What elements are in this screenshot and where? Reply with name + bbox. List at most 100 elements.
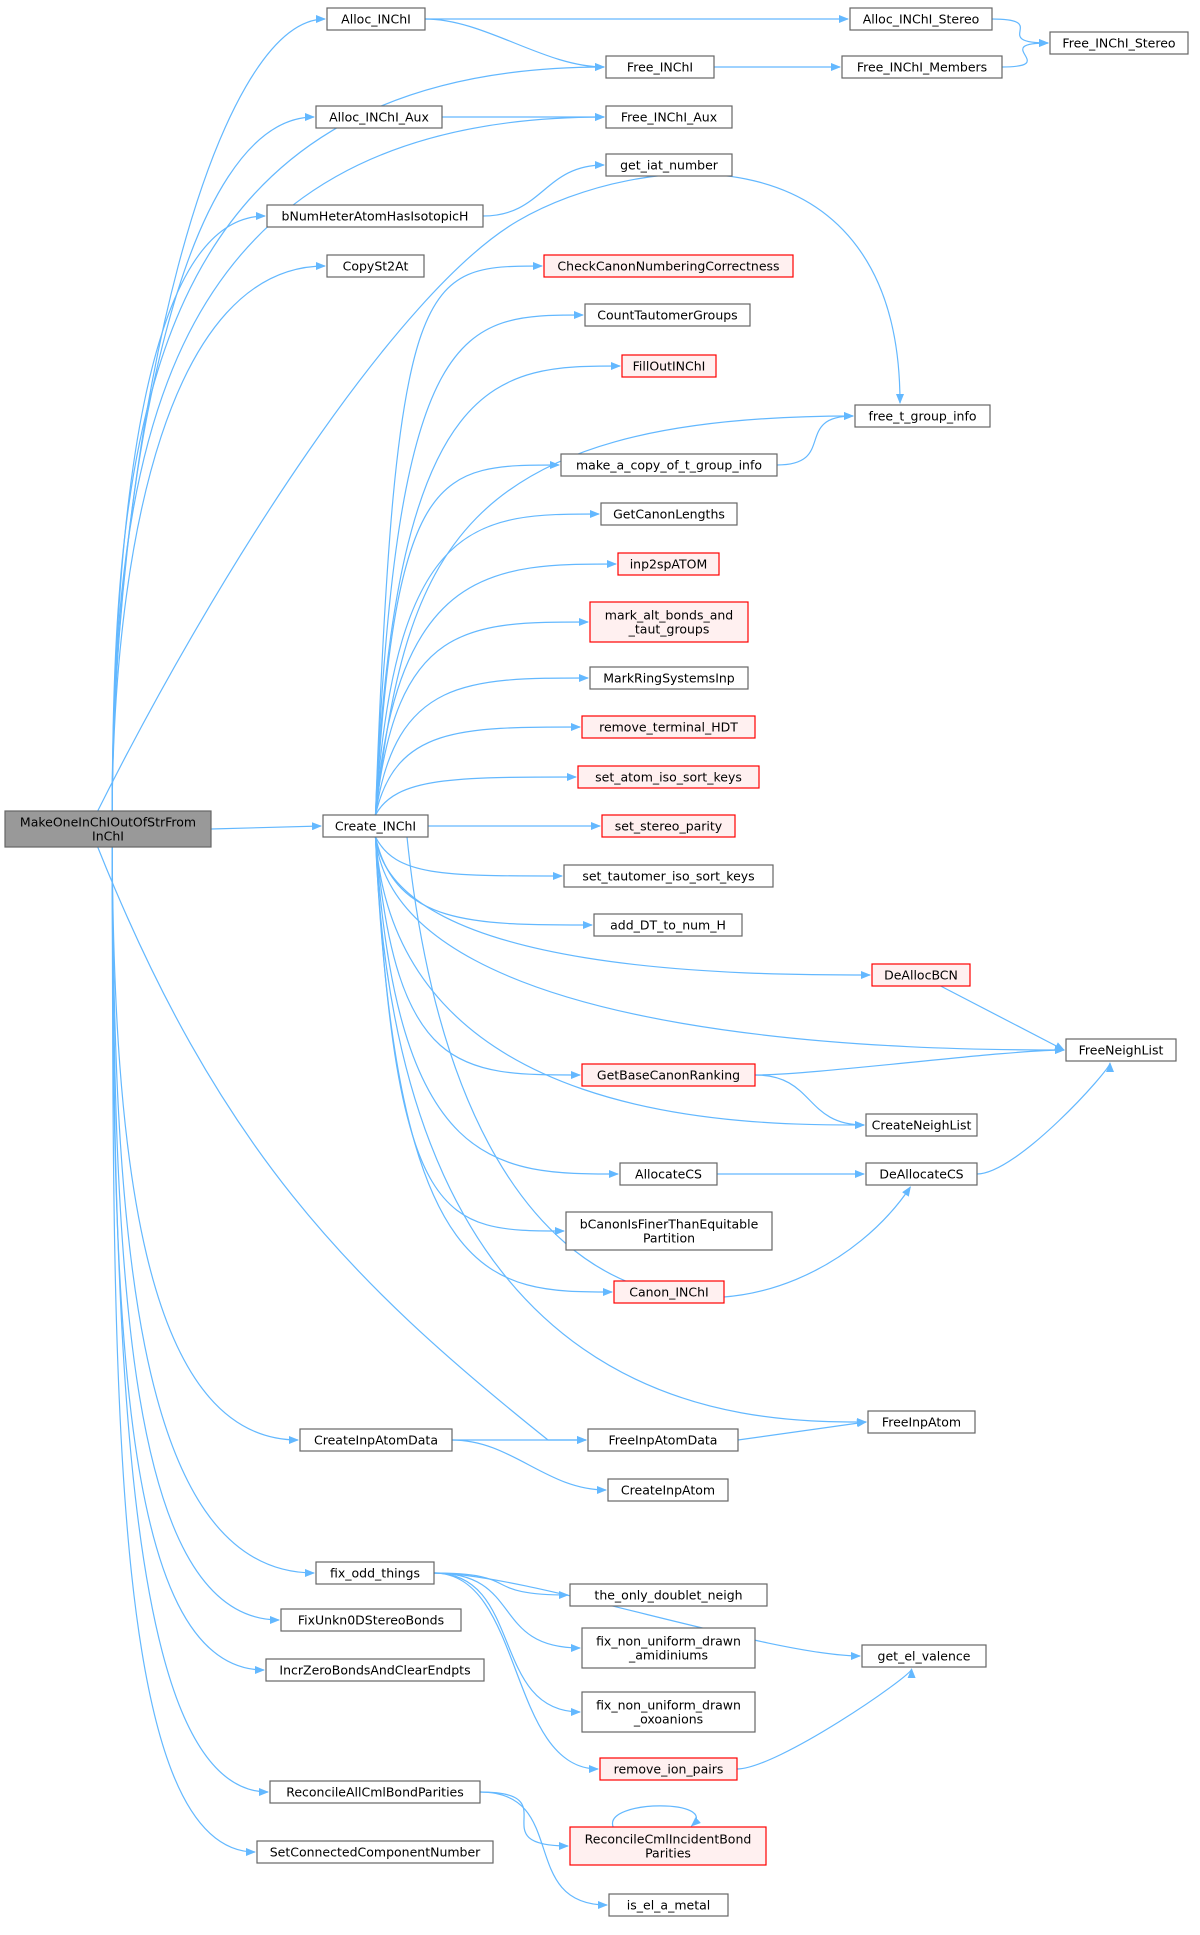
node-n40[interactable]: fix_non_uniform_drawn_amidiniums [581,1627,756,1669]
node-label: FixUnkn0DStereoBonds [298,1613,444,1628]
node-n46[interactable]: ReconcileAllCmlBondParities [269,1780,481,1804]
node-n9[interactable]: get_iat_number [605,153,733,177]
node-n10[interactable]: CopySt2At [326,254,425,278]
node-box [581,1063,756,1087]
node-n16[interactable]: make_a_copy_of_t_group_info [560,453,778,477]
node-n38[interactable]: fix_odd_things [315,1561,435,1585]
node-n23[interactable]: set_stereo_parity [601,814,736,838]
node-n42[interactable]: remove_ion_pairs [599,1757,738,1781]
node-n48[interactable]: is_el_a_metal [608,1893,729,1917]
node-label: set_atom_iso_sort_keys [595,770,742,785]
edge-n11-n13 [374,311,584,816]
node-box [605,55,715,79]
node-n17[interactable]: GetCanonLengths [600,502,738,526]
edge-n11-n27 [374,836,1065,1054]
node-n25[interactable]: add_DT_to_num_H [593,913,743,937]
node-label: remove_ion_pairs [614,1762,724,1777]
node-n5[interactable]: Free_INChI_Members [841,55,1003,79]
node-label: get_iat_number [620,158,719,173]
node-label: free_t_group_info [868,409,976,424]
node-n22[interactable]: set_atom_iso_sort_keys [577,765,760,789]
node-label: Canon_INChI [629,1285,709,1300]
node-box [587,1428,739,1452]
node-box [841,55,1003,79]
node-n37[interactable]: CreateInpAtom [607,1478,729,1502]
node-n33[interactable]: Canon_INChI [613,1280,725,1304]
edge-n11-n24 [374,836,563,880]
node-n26[interactable]: DeAllocBCN [871,963,971,987]
edge-n0-n45 [111,846,265,1674]
node-label: MakeOneInChIOutOfStrFrom [20,815,196,830]
node-n24[interactable]: set_tautomer_iso_sort_keys [563,864,774,888]
node-label: set_stereo_parity [615,819,723,834]
edge-n11-n12 [374,262,543,816]
node-n13[interactable]: CountTautomerGroups [584,303,751,327]
node-n31[interactable]: DeAllocateCS [865,1162,978,1186]
node-n44[interactable]: FixUnkn0DStereoBonds [280,1608,462,1632]
node-label: the_only_doublet_neigh [594,1588,742,1603]
node-box [315,1561,435,1585]
edge-n38-n39 [433,1572,569,1599]
node-box [607,1478,729,1502]
node-n45[interactable]: IncrZeroBondsAndClearEndpts [265,1658,485,1682]
node-n18[interactable]: inp2spATOM [617,552,720,576]
node-label: bCanonIsFinerThanEquitable [580,1217,759,1232]
node-n6[interactable]: Alloc_INChI_Aux [315,105,443,129]
node-label: FreeInpAtomData [609,1433,718,1448]
node-n19[interactable]: mark_alt_bonds_and_taut_groups [589,601,749,643]
node-n14[interactable]: FillOutINChI [621,354,717,378]
node-n34[interactable]: FreeInpAtom [867,1410,976,1434]
node-n29[interactable]: CreateNeighList [865,1113,978,1137]
edge-n38-n42 [433,1572,599,1773]
node-n15[interactable]: free_t_group_info [854,404,991,428]
node-n2[interactable]: Alloc_INChI_Stereo [849,7,993,31]
node-n36[interactable]: FreeInpAtomData [587,1428,739,1452]
node-label: ReconcileCmlIncidentBond [585,1832,752,1847]
node-n8[interactable]: bNumHeterAtomHasIsotopicH [266,204,484,228]
node-n28[interactable]: GetBaseCanonRanking [581,1063,756,1087]
node-n21[interactable]: remove_terminal_HDT [581,715,756,739]
node-n20[interactable]: MarkRingSystemsInp [589,666,749,690]
edge-n36-n34 [737,1419,867,1441]
edge-n5-n3 [1001,39,1049,68]
node-n30[interactable]: AllocateCS [619,1162,718,1186]
node-label: InChI [92,829,124,844]
node-n43[interactable]: get_el_valence [861,1644,987,1668]
node-box [584,303,751,327]
edge-n2-n3 [991,18,1049,47]
edge-n11-n28 [374,836,581,1079]
node-label: AllocateCS [635,1167,702,1182]
node-box [861,1644,987,1668]
node-n35[interactable]: CreateInpAtomData [299,1428,453,1452]
edge-n1-n4 [424,18,605,71]
edge-n31-n27 [976,1062,1114,1175]
node-n3[interactable]: Free_INChI_Stereo [1049,31,1189,55]
node-n11[interactable]: Create_INChI [322,814,429,838]
edge-n35-n37 [451,1439,607,1494]
node-n27[interactable]: FreeNeighList [1065,1038,1177,1062]
node-n12[interactable]: CheckCanonNumberingCorrectness [543,254,794,278]
node-label: fix_odd_things [330,1566,420,1581]
node-n7[interactable]: Free_INChI_Aux [605,105,733,129]
node-box [600,502,738,526]
node-label: bNumHeterAtomHasIsotopicH [282,209,469,224]
edge-layer [97,15,1114,1909]
node-label: CreateInpAtomData [314,1433,438,1448]
edge-n0-n8 [111,212,266,812]
edge-n0-n38 [111,846,315,1577]
edge-n11-n21 [374,723,581,816]
node-n1[interactable]: Alloc_INChI [326,7,426,31]
node-box [605,105,733,129]
edge-n0-n11 [210,822,322,831]
node-box [589,666,749,690]
node-label: _oxoanions [633,1712,703,1727]
node-n39[interactable]: the_only_doublet_neigh [569,1583,768,1607]
node-n41[interactable]: fix_non_uniform_drawn_oxoanions [581,1691,756,1733]
node-n4[interactable]: Free_INChI [605,55,715,79]
node-box [605,153,733,177]
node-n49[interactable]: SetConnectedComponentNumber [256,1840,494,1864]
